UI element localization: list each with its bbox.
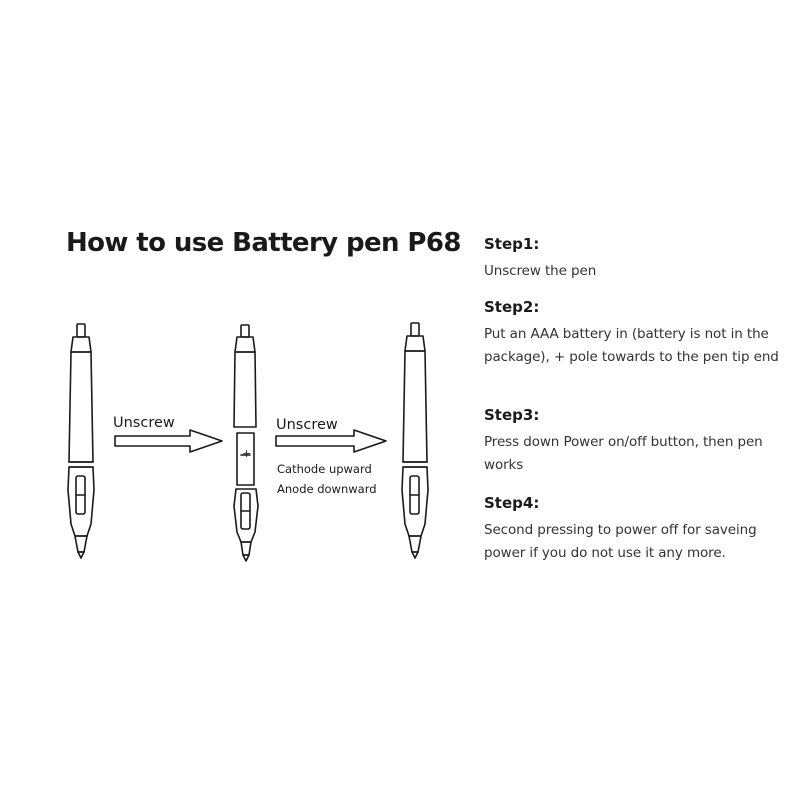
step-2-text: Put an AAA battery in (battery is not in… [484,326,779,365]
step-4-heading: Step4: [484,494,540,512]
cathode-note: Cathode upward [277,462,372,476]
step-4: Step4: Second pressing to power off for … [484,494,784,565]
step-1-text: Unscrew the pen [484,263,597,279]
step-3: Step3: Press down Power on/off button, t… [484,406,784,477]
page-title: How to use Battery pen P68 [66,228,461,258]
step-4-text: Second pressing to power off for saveing… [484,522,757,561]
step-2: Step2: Put an AAA battery in (battery is… [484,298,784,369]
anode-note: Anode downward [277,482,377,496]
arrow2-label: Unscrew [276,417,338,433]
arrow1-label: Unscrew [113,415,175,431]
arrow-unscrew-1 [114,429,223,453]
step-1-heading: Step1: [484,235,540,253]
pen-assembled-left [67,323,95,559]
step-1: Step1: Unscrew the pen [484,235,784,283]
step-2-heading: Step2: [484,298,540,316]
step-3-text: Press down Power on/off button, then pen… [484,434,763,473]
pen-assembled-right [401,322,429,559]
battery-icon [236,432,255,486]
battery-plus-sign: + [242,447,251,460]
arrow-unscrew-2 [275,429,387,453]
pen-disassembled [233,324,259,562]
step-3-heading: Step3: [484,406,540,424]
